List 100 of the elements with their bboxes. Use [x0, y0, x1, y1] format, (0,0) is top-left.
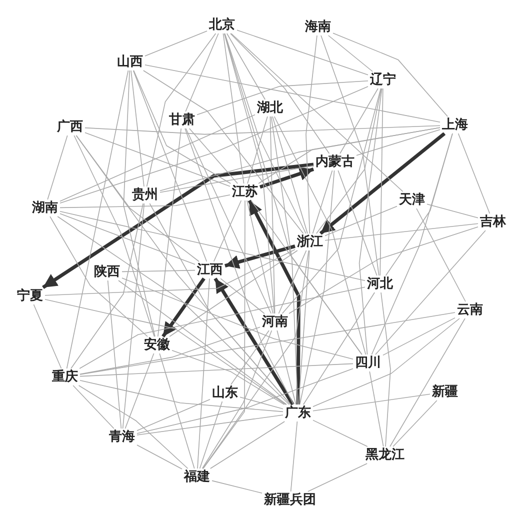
connector-line [312, 170, 333, 234]
connector-line [80, 363, 354, 377]
connector-line [78, 385, 188, 469]
connector-line [80, 312, 456, 375]
connector-line [122, 278, 354, 360]
connector-line [189, 128, 238, 184]
province-label: 辽宁 [369, 72, 397, 88]
connector-line [274, 116, 366, 355]
connector-line [416, 208, 466, 302]
connector-line [312, 394, 430, 412]
connector-line [212, 480, 262, 494]
province-label: 四川 [354, 356, 382, 370]
connector-line [76, 135, 200, 262]
connector-line [186, 128, 272, 314]
connector-line [70, 203, 144, 369]
connector-line [60, 194, 230, 208]
connector-line [84, 132, 230, 187]
province-label: 陕西 [93, 264, 121, 280]
connector-line [60, 86, 368, 204]
connector-line [276, 330, 296, 405]
province-label: 河北 [366, 276, 394, 292]
connector-line [122, 203, 145, 429]
connector-line [72, 385, 114, 429]
connector-line [144, 64, 440, 122]
connector-line [202, 200, 246, 469]
connector-line [338, 170, 378, 276]
connector-line [80, 380, 284, 412]
connector-line [66, 70, 129, 369]
connector-line [328, 35, 373, 72]
connector-line [224, 33, 306, 234]
connector-line [185, 33, 219, 112]
connector-line [60, 211, 366, 281]
arrow [42, 162, 314, 289]
province-label: 天津 [398, 192, 426, 208]
connector-line [172, 350, 285, 405]
province-label: 福建 [183, 470, 211, 484]
connector-line [144, 30, 208, 56]
connector-line [44, 299, 286, 405]
connector-line [324, 206, 398, 236]
connector-line [303, 292, 375, 405]
connector-line [146, 33, 216, 187]
connector-line [230, 33, 404, 192]
connector-line [278, 250, 307, 314]
connector-line [50, 216, 148, 337]
connector-line [316, 88, 382, 234]
province-label: 山西 [116, 54, 144, 70]
connector-line [199, 401, 223, 469]
connector-line [236, 30, 368, 76]
connector-line [136, 368, 354, 434]
province-label: 江西 [196, 262, 224, 278]
connector-line [210, 421, 285, 469]
province-label: 云南 [456, 302, 484, 318]
arrow [224, 244, 296, 269]
connector-line [224, 33, 275, 314]
connector-line [382, 317, 456, 356]
connector-line [60, 114, 256, 202]
connector-line [130, 70, 144, 187]
connector-line [123, 70, 156, 337]
connector-line [79, 286, 366, 369]
connector-line [143, 70, 304, 234]
province-label: 甘肃 [168, 112, 196, 128]
connector-line [306, 35, 318, 234]
province-label: 湖北 [256, 100, 284, 116]
connector-line [299, 170, 335, 405]
connector-line [213, 200, 242, 262]
connector-line [226, 33, 266, 100]
connector-line [298, 250, 310, 405]
connector-line [392, 400, 438, 447]
connector-line [222, 33, 244, 184]
connector-line [122, 270, 196, 272]
connector-line [33, 304, 62, 369]
connector-line [282, 88, 382, 314]
connector-line [312, 318, 460, 407]
connector-line [320, 35, 380, 276]
connector-line [160, 127, 440, 192]
connector-line [74, 135, 155, 337]
connector-line [136, 444, 182, 470]
connector-line [80, 326, 260, 375]
connector-line [308, 463, 368, 492]
connector-line [312, 420, 368, 447]
connector-line [196, 80, 368, 116]
province-label: 新疆兵团 [263, 492, 317, 508]
connector-line [197, 278, 210, 469]
connector-line [358, 88, 382, 355]
arrow [162, 278, 206, 338]
connector-line [426, 204, 478, 218]
connector-line [230, 330, 270, 385]
connector-line [132, 70, 208, 262]
province-label: 内蒙古 [314, 154, 356, 170]
connector-line [270, 116, 298, 405]
arrow [319, 132, 446, 235]
connector-line [230, 33, 330, 154]
connector-line [390, 318, 466, 447]
connector-line [136, 414, 284, 436]
province-label: 安徽 [143, 338, 171, 352]
connector-line [375, 230, 486, 355]
province-label: 北京 [208, 18, 236, 32]
connector-line [47, 135, 68, 200]
province-label: 青海 [108, 430, 136, 444]
province-label: 新疆 [431, 384, 459, 400]
